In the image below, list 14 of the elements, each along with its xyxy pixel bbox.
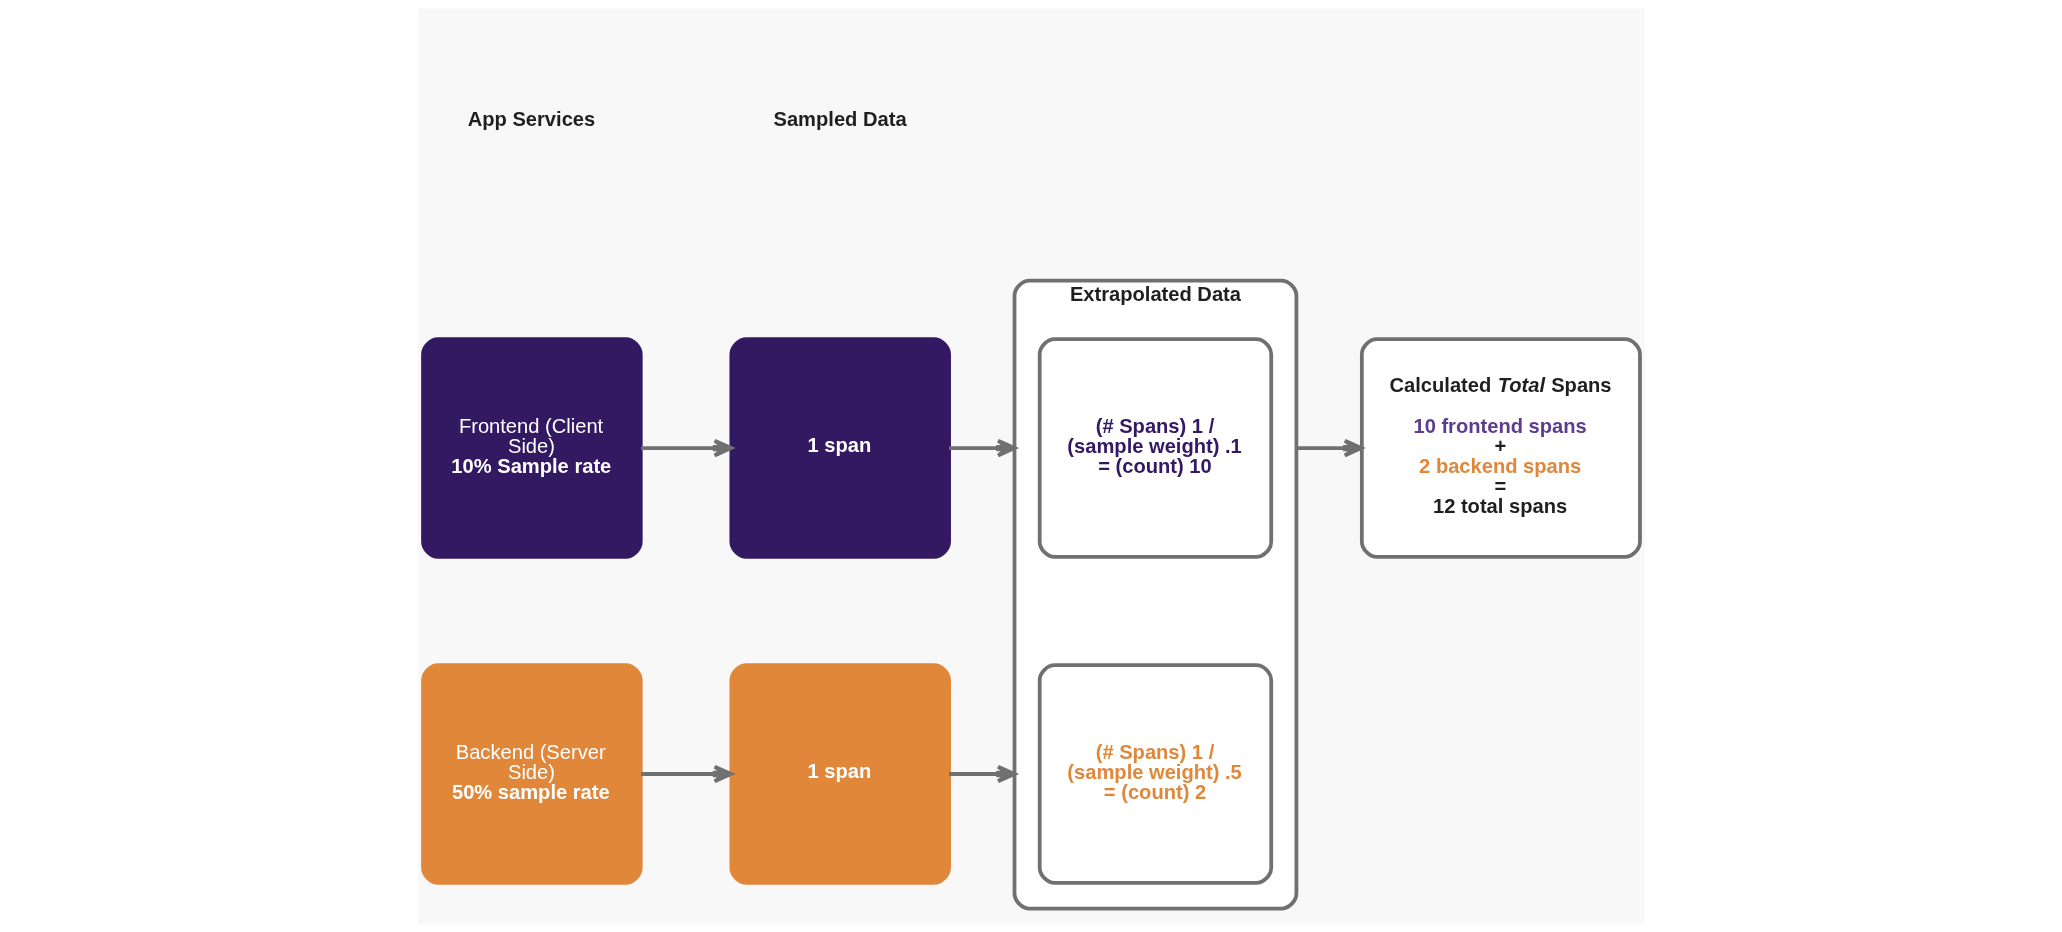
node-box: (# Spans) 1 / (sample weight) .5 = (count) 2 [1037,663,1273,885]
arrow [948,764,1016,784]
node-box: (# Spans) 1 / (sample weight) .1 = (count) 10 [1037,337,1273,559]
node-box: 1 span [728,337,951,559]
node-box: Backend (Server Side) 50% sample rate [420,663,643,885]
node-box: 1 span [728,663,951,885]
node-box: Calculated Total Spans 10 frontend spans + 2 backend spans = 12 total spans [1359,337,1642,559]
label: Sampled Data [773,107,907,130]
arrow [640,764,733,784]
arrow [1295,438,1363,458]
label: App Services [467,107,595,130]
node-box: Frontend (Client Side) 10% Sample rate [420,337,643,559]
arrow [640,438,733,458]
arrow [948,438,1016,458]
